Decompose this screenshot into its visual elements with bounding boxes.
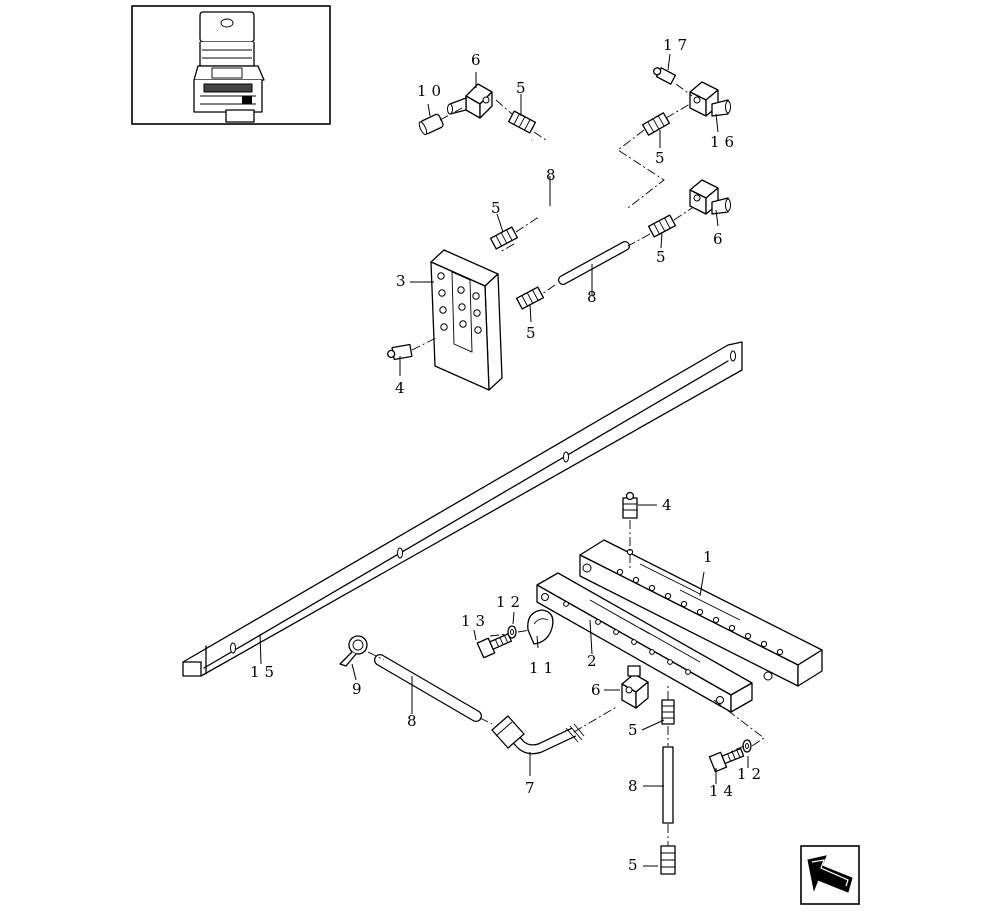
callout-4-upper: 4 bbox=[395, 379, 410, 397]
callout-3: 3 bbox=[396, 272, 411, 290]
callout-2: 2 bbox=[587, 652, 602, 670]
bent-pipe bbox=[491, 715, 585, 755]
callout-6-bottom: 6 bbox=[591, 681, 606, 699]
callout-7: 7 bbox=[525, 779, 540, 797]
callout-8-vertical: 8 bbox=[628, 777, 643, 795]
tube-middle bbox=[558, 241, 630, 285]
callout-5-bottom-lower: 5 bbox=[628, 856, 643, 874]
callout-5-bottom-upper: 5 bbox=[628, 721, 643, 739]
callout-6-top: 6 bbox=[471, 51, 486, 69]
callout-12-upper: 12 bbox=[496, 593, 525, 611]
callout-1: 1 bbox=[703, 548, 718, 566]
callout-6-right: 6 bbox=[713, 230, 728, 248]
tee-fitting-right-top bbox=[689, 81, 731, 117]
adapter-fitting bbox=[489, 110, 677, 875]
return-arrow-icon[interactable] bbox=[800, 845, 860, 905]
callout-labels: 1 2 3 4 4 5 5 5 5 5 5 5 6 6 6 7 8 8 8 8 … bbox=[250, 36, 766, 874]
channel-rail bbox=[182, 341, 743, 677]
tee-fitting-top bbox=[447, 83, 493, 119]
callout-17: 17 bbox=[663, 36, 692, 54]
callout-11: 11 bbox=[529, 659, 558, 677]
callout-10: 10 bbox=[417, 82, 446, 100]
callout-5-top: 5 bbox=[516, 79, 531, 97]
callout-15: 15 bbox=[250, 663, 279, 681]
callout-14: 14 bbox=[709, 782, 738, 800]
tube-upper bbox=[530, 137, 606, 222]
callout-8-lower: 8 bbox=[407, 712, 422, 730]
alignment-lines bbox=[367, 83, 765, 846]
callout-5-right-top: 5 bbox=[655, 149, 670, 167]
callout-12-lower: 12 bbox=[737, 765, 766, 783]
leader-lines bbox=[259, 53, 749, 867]
connector-block bbox=[430, 249, 503, 391]
connector-bar-lower bbox=[536, 572, 753, 713]
tee-fitting-right-mid bbox=[689, 179, 731, 215]
tube-vertical bbox=[662, 746, 674, 824]
callout-8-middle: 8 bbox=[587, 288, 602, 306]
callout-13: 13 bbox=[461, 612, 490, 630]
fasteners bbox=[339, 609, 752, 773]
assembly-thumbnail-icon[interactable] bbox=[131, 5, 331, 125]
callout-5-block: 5 bbox=[526, 324, 541, 342]
tube-lower bbox=[374, 654, 482, 722]
callout-5-right-mid: 5 bbox=[656, 248, 671, 266]
callout-4-lower: 4 bbox=[662, 496, 677, 514]
callout-8-upper: 8 bbox=[546, 166, 561, 184]
callout-16: 16 bbox=[710, 133, 739, 151]
connector-bar-upper bbox=[579, 539, 823, 687]
plug-fittings bbox=[387, 67, 677, 519]
callout-9: 9 bbox=[352, 680, 367, 698]
callout-5-left-mid: 5 bbox=[491, 199, 506, 217]
tee-fitting-bottom bbox=[621, 665, 649, 709]
